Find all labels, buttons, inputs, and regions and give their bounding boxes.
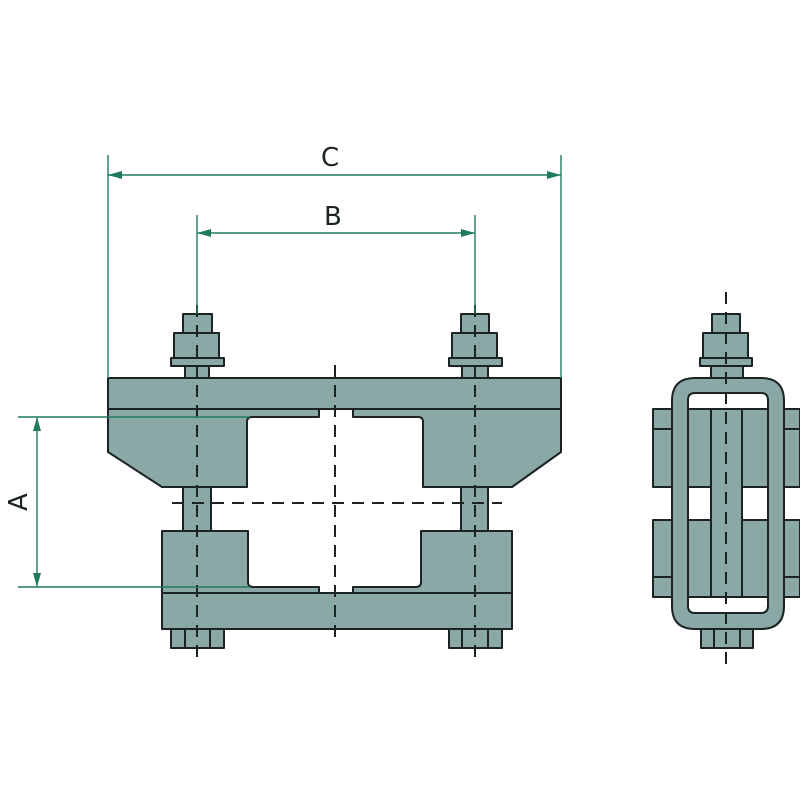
dimension-a: A [4, 416, 250, 588]
dimension-b: B [196, 202, 476, 314]
side-view [652, 292, 800, 670]
lower-clamp-block [161, 530, 513, 630]
dimension-label-a: A [4, 493, 34, 511]
u-bolt-frame [671, 377, 785, 630]
front-view [107, 305, 562, 660]
dimension-label-c: C [321, 143, 339, 173]
left-bottom-nut [170, 628, 225, 649]
right-top-nut [448, 313, 503, 379]
dimension-label-b: B [324, 202, 342, 232]
dimension-c: C [107, 143, 562, 378]
